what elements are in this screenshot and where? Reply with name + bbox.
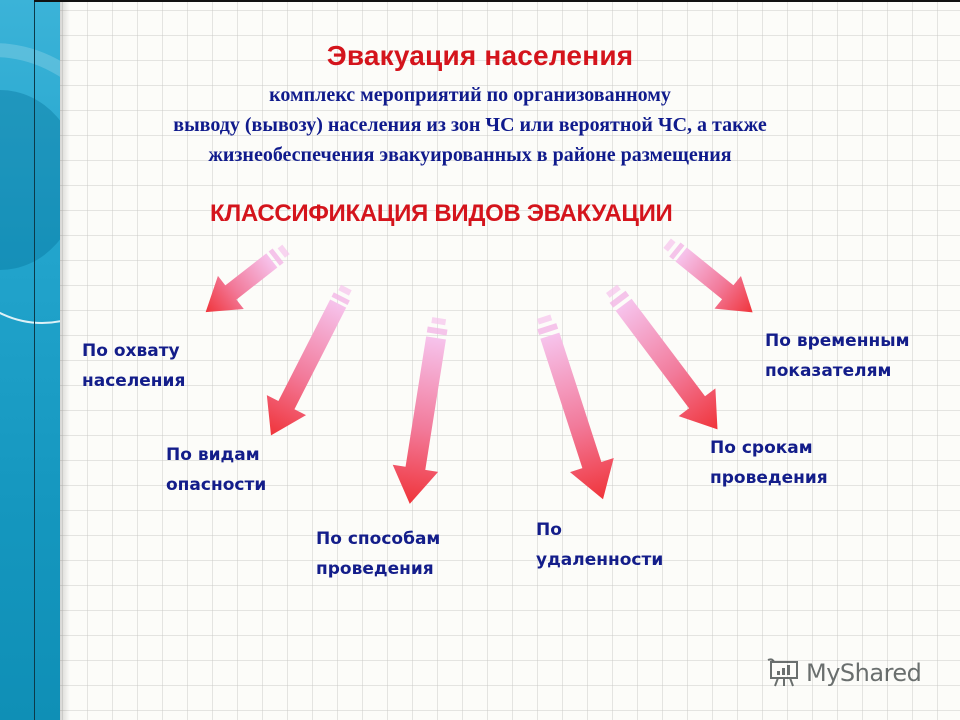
watermark: MyShared <box>766 656 922 690</box>
category-distance: По удаленности <box>536 515 663 575</box>
category-label-line: По <box>536 520 562 540</box>
category-label-line: удаленности <box>536 550 664 570</box>
category-label-line: проведения <box>710 468 828 488</box>
category-label-line: По способам <box>316 529 441 549</box>
category-hazard-type: По видам опасности <box>166 440 266 500</box>
category-label-line: опасности <box>166 475 267 495</box>
category-timing: По срокам проведения <box>710 433 828 493</box>
category-time-indicators: По временным показателям <box>765 326 909 386</box>
category-coverage: По охвату населения <box>82 336 185 396</box>
presentation-board-icon <box>767 658 798 687</box>
arrow-down-left-icon <box>205 244 290 313</box>
category-label-line: По срокам <box>710 438 813 458</box>
arrow-down-left-icon <box>266 284 352 436</box>
definition-text: комплекс мероприятий по организованному … <box>110 80 830 170</box>
sidebar-shadow <box>60 0 70 720</box>
slide-title: Эвакуация населения <box>326 40 634 71</box>
decorative-sidebar <box>0 0 60 720</box>
category-method: По способам проведения <box>316 524 440 584</box>
category-label-line: проведения <box>316 559 434 579</box>
category-label-line: По временным <box>765 331 910 351</box>
category-label-line: населения <box>82 371 186 391</box>
classification-heading: КЛАССИФИКАЦИЯ ВИДОВ ЭВАКУАЦИИ <box>210 200 673 227</box>
arrow-down-right-icon <box>605 284 718 430</box>
definition-line: жизнеобеспечения эвакуированных в районе… <box>208 144 732 166</box>
top-border-line <box>34 0 960 2</box>
category-label-line: По видам <box>166 445 260 465</box>
definition-line: комплекс мероприятий по организованному <box>269 84 671 106</box>
definition-line: выводу (вывозу) населения из зон ЧС или … <box>173 114 767 136</box>
arrow-down-icon <box>392 317 448 504</box>
category-label-line: показателям <box>765 361 892 381</box>
arrow-down-right-icon <box>663 238 753 313</box>
sidebar-swirl-line <box>0 100 60 324</box>
sidebar-divider-line <box>34 0 35 720</box>
category-label-line: По охвату <box>82 341 180 361</box>
arrow-down-icon <box>537 314 614 500</box>
watermark-text: MyShared <box>806 659 922 687</box>
